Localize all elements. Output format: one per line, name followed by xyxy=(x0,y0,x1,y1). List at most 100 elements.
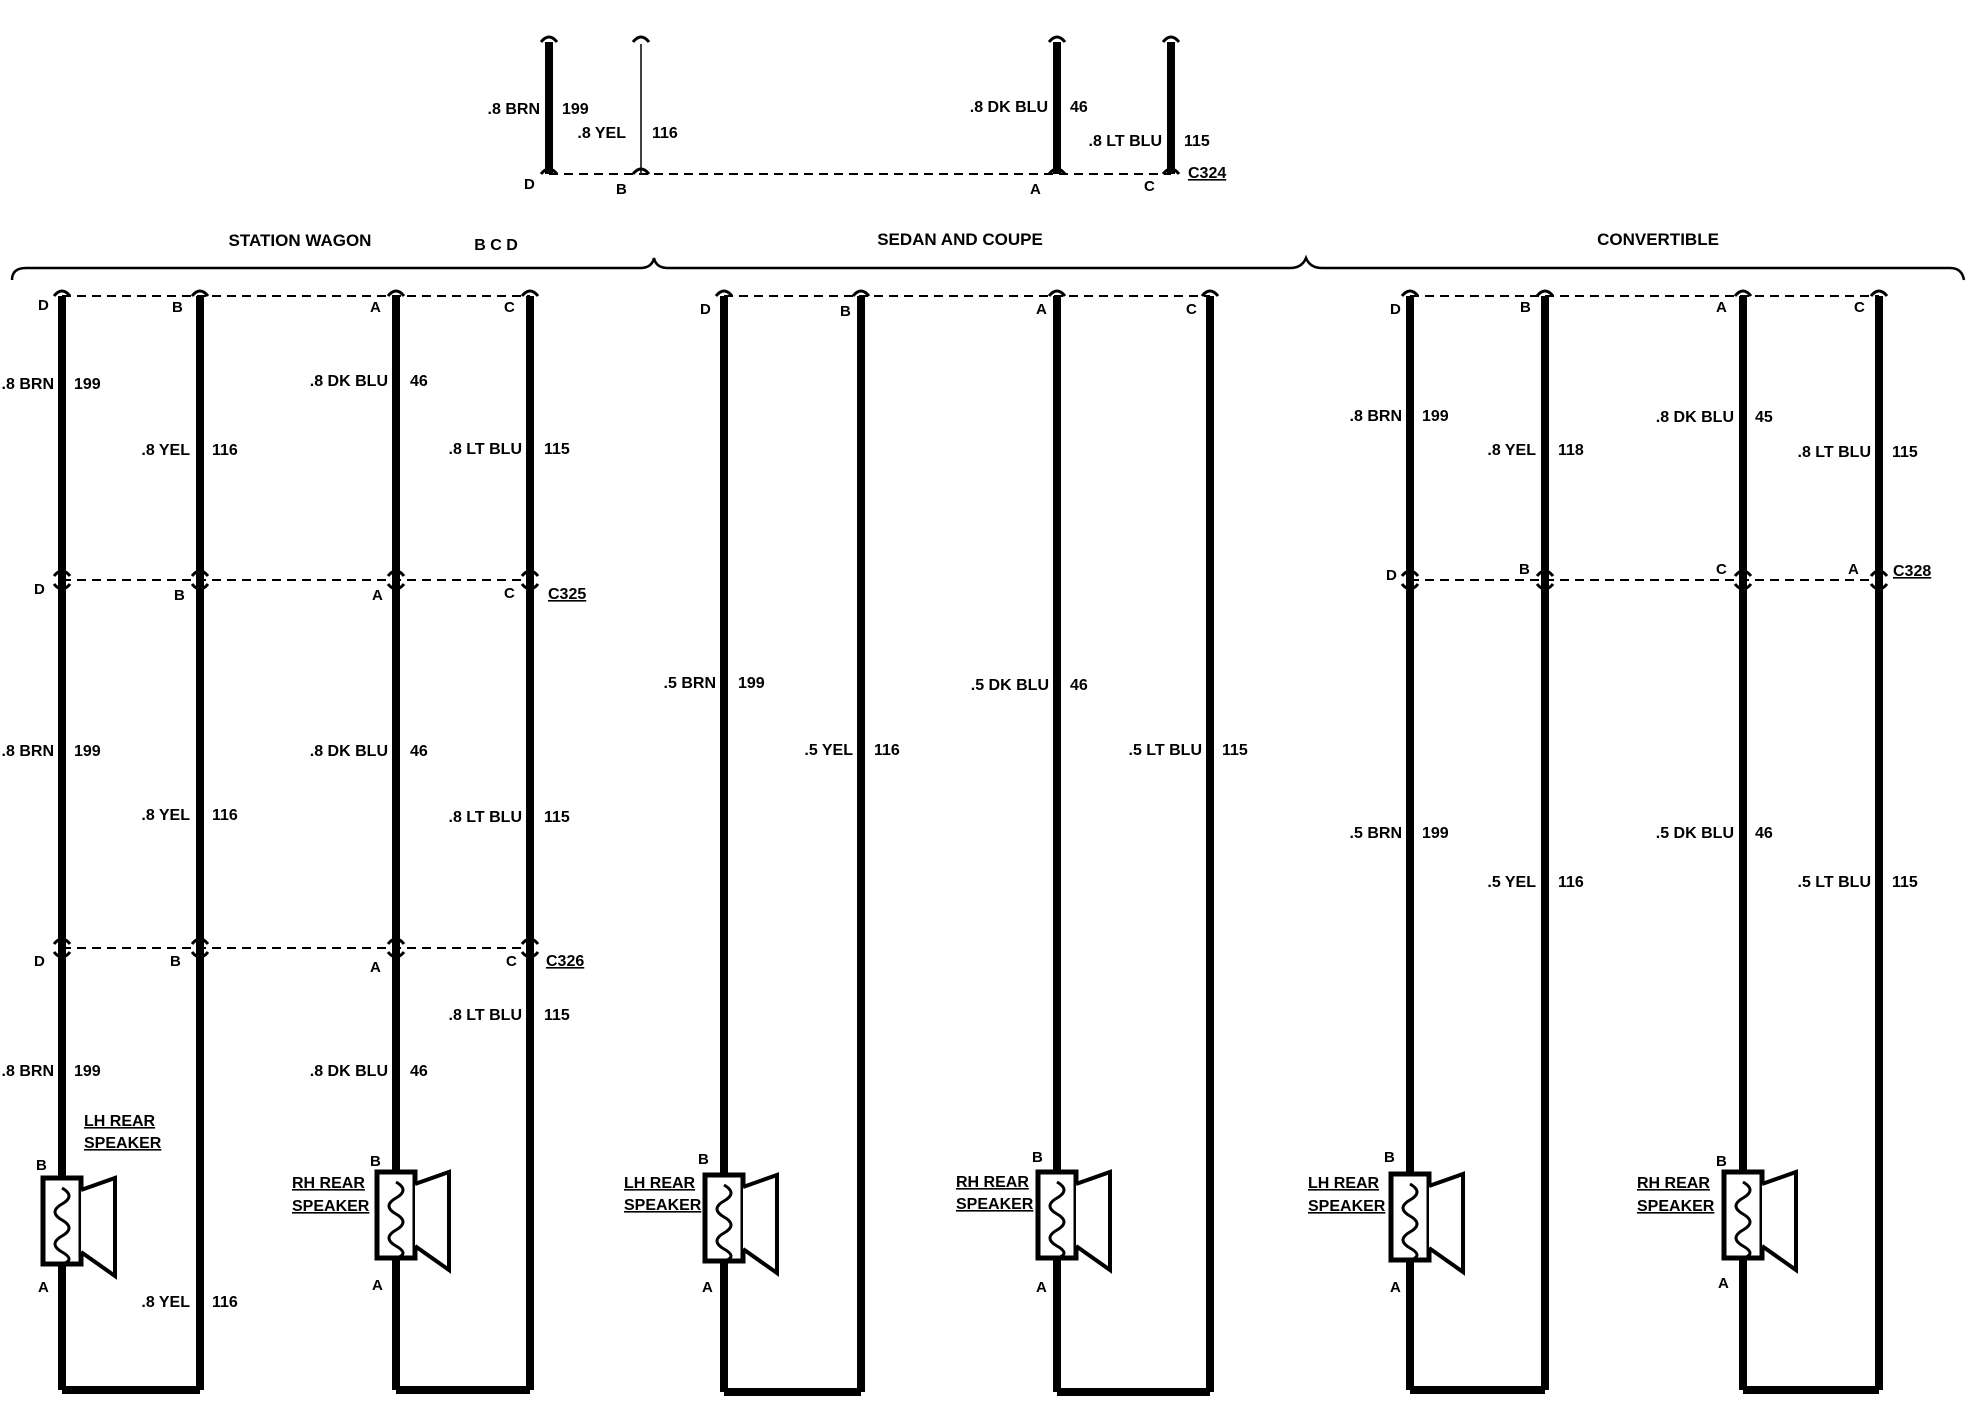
pin-label: B xyxy=(840,303,851,320)
wire-circuit: 116 xyxy=(212,442,238,459)
connector-c328-label: C328 xyxy=(1893,563,1931,580)
wire-circuit: 199 xyxy=(74,376,101,393)
pin-label: C xyxy=(504,299,515,316)
wire-label: .5 DK BLU xyxy=(1656,825,1734,842)
section-title-convertible: CONVERTIBLE xyxy=(1597,230,1719,249)
connector-c326-label: C326 xyxy=(546,953,584,970)
speaker-label: SPEAKER xyxy=(292,1198,370,1215)
wire-label: .8 DK BLU xyxy=(310,1063,388,1080)
speaker-label: RH REAR xyxy=(1637,1175,1710,1192)
section-title-station-wagon: STATION WAGON xyxy=(229,231,372,250)
station-wagon-section: D B A C .8 BRN 199 .8 YEL 116 .8 DK BLU … xyxy=(2,289,586,1394)
wire-circuit: 116 xyxy=(874,742,900,759)
speaker-label: LH REAR xyxy=(624,1175,696,1192)
speaker-pin: A xyxy=(38,1279,49,1296)
speaker-pin: B xyxy=(1384,1149,1395,1166)
wire-circuit: 116 xyxy=(212,807,238,824)
pin-label: A xyxy=(1716,299,1727,316)
wire-circuit: 115 xyxy=(544,1007,570,1024)
top-pin: C xyxy=(1144,178,1155,195)
wire-circuit: 199 xyxy=(738,675,765,692)
wire-label: .5 BRN xyxy=(1350,825,1402,842)
wire-label: .8 LT BLU xyxy=(449,1007,522,1024)
pin-label: D xyxy=(700,301,711,318)
wire-label: .8 DK BLU xyxy=(1656,409,1734,426)
pin-label: B xyxy=(1520,299,1531,316)
wire-circuit: 116 xyxy=(1558,874,1584,891)
pin-label: A xyxy=(370,959,381,976)
pin-label: C xyxy=(1854,299,1865,316)
wire-circuit: 115 xyxy=(1892,874,1918,891)
rh-rear-speaker-icon xyxy=(377,1172,449,1270)
wire-label: .8 LT BLU xyxy=(449,809,522,826)
wire-circuit: 115 xyxy=(544,441,570,458)
wire-circuit: 115 xyxy=(544,809,570,826)
top-pin: B xyxy=(616,181,627,198)
speaker-pin: B xyxy=(698,1151,709,1168)
speaker-label: SPEAKER xyxy=(624,1197,702,1214)
wire-circuit: 199 xyxy=(74,743,101,760)
wire-circuit: 118 xyxy=(1558,442,1584,459)
wire-circuit: 46 xyxy=(410,1063,428,1080)
wire-label: .8 BRN xyxy=(2,743,54,760)
lh-rear-speaker-icon xyxy=(43,1178,115,1276)
wire-label: .8 BRN xyxy=(2,1063,54,1080)
wire-label: .5 LT BLU xyxy=(1129,742,1202,759)
wire-circuit: 46 xyxy=(410,743,428,760)
pin-label: B xyxy=(1519,561,1530,578)
pin-label: B xyxy=(170,953,181,970)
speaker-pin: B xyxy=(36,1157,47,1174)
lh-rear-speaker-icon xyxy=(705,1175,777,1273)
top-wire-label: .8 DK BLU xyxy=(970,99,1048,116)
pin-label: C xyxy=(1186,301,1197,318)
pin-label: A xyxy=(1848,561,1859,578)
wire-circuit: 46 xyxy=(1070,677,1088,694)
pin-label: A xyxy=(372,587,383,604)
pin-label: D xyxy=(34,953,45,970)
pin-label: A xyxy=(1036,301,1047,318)
speaker-pin: B xyxy=(370,1153,381,1170)
pin-label: A xyxy=(370,299,381,316)
speaker-label: RH REAR xyxy=(292,1175,365,1192)
wire-circuit: 199 xyxy=(74,1063,101,1080)
pin-label: C xyxy=(1716,561,1727,578)
pin-label: B xyxy=(174,587,185,604)
wire-circuit: 115 xyxy=(1892,444,1918,461)
top-pin: A xyxy=(1030,181,1041,198)
speaker-pin: A xyxy=(1390,1279,1401,1296)
wire-label: .8 YEL xyxy=(141,1294,190,1311)
wire-label: .5 YEL xyxy=(804,742,853,759)
wire-label: .8 LT BLU xyxy=(449,441,522,458)
top-harness: .8 BRN 199 D .8 YEL 116 B .8 DK BLU 46 A… xyxy=(488,35,1226,198)
wire-circuit: 116 xyxy=(212,1294,238,1311)
wire-circuit: 46 xyxy=(410,373,428,390)
speaker-label: RH REAR xyxy=(956,1174,1029,1191)
wire-label: .8 YEL xyxy=(141,442,190,459)
speaker-label: SPEAKER xyxy=(84,1135,162,1152)
wire-circuit: 199 xyxy=(1422,825,1449,842)
pin-label: B xyxy=(172,299,183,316)
top-wire-label: .8 LT BLU xyxy=(1089,133,1162,150)
speaker-pin: B xyxy=(1716,1153,1727,1170)
wire-label: .8 YEL xyxy=(1487,442,1536,459)
speaker-label: SPEAKER xyxy=(1308,1198,1386,1215)
rh-rear-speaker-icon xyxy=(1038,1172,1110,1270)
speaker-pin: A xyxy=(702,1279,713,1296)
wire-label: .8 DK BLU xyxy=(310,743,388,760)
speaker-pin: A xyxy=(1718,1275,1729,1292)
wire-label: .8 BRN xyxy=(2,376,54,393)
section-note: B C D xyxy=(474,237,518,254)
speaker-label: SPEAKER xyxy=(956,1196,1034,1213)
wire-label: .8 DK BLU xyxy=(310,373,388,390)
pin-label: C xyxy=(506,953,517,970)
top-wire-circuit: 116 xyxy=(652,125,678,142)
wire-circuit: 45 xyxy=(1755,409,1773,426)
top-wire-label: .8 YEL xyxy=(577,125,626,142)
speaker-label: LH REAR xyxy=(1308,1175,1380,1192)
top-wire-label: .8 BRN xyxy=(488,101,540,118)
wire-label: .5 LT BLU xyxy=(1798,874,1871,891)
speaker-label: SPEAKER xyxy=(1637,1198,1715,1215)
top-wire-circuit: 199 xyxy=(562,101,589,118)
pin-label: D xyxy=(1386,567,1397,584)
top-wire-circuit: 46 xyxy=(1070,99,1088,116)
